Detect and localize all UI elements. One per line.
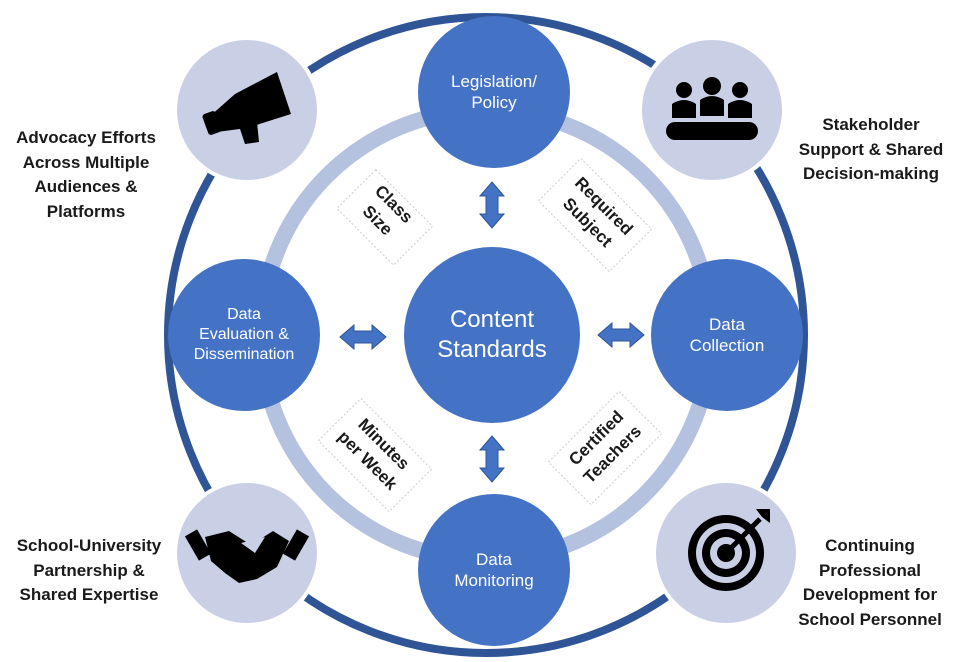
megaphone-icon [202,72,291,144]
support-label-development: Continuing Professional Development for … [798,536,942,629]
support-label-partnership: School-University Partnership & Shared E… [16,536,162,605]
node-circle-bottom [418,494,570,646]
people-meeting-icon [666,77,758,140]
requirement-box-certified-teachers [547,390,663,506]
requirement-box-class-size [336,168,434,266]
target-icon [688,509,770,591]
center-circle [404,247,580,423]
handshake-icon [184,529,310,583]
support-label-advocacy: Advocacy Efforts Across Multiple Audienc… [16,128,156,221]
arrow-bottom [478,435,506,483]
requirement-box-minutes-per-week [317,397,433,513]
arrow-right [597,321,645,349]
node-label-left: Data Evaluation & Dissemination [193,306,295,363]
arrow-top [478,181,506,229]
node-circle-left [168,259,320,411]
node-label-bottom: Data Monitoring [454,549,534,590]
support-label-stakeholder: Stakeholder Support & Shared Decision-ma… [798,115,944,184]
center-label: Content Standards [437,306,547,363]
arrow-left [339,323,387,351]
requirement-box-required-subject [537,157,653,273]
node-label-top: Legislation/ Policy [450,71,537,112]
node-circle-right [651,259,803,411]
node-label-right: Data Collection [689,314,765,355]
node-circle-top [418,16,570,168]
